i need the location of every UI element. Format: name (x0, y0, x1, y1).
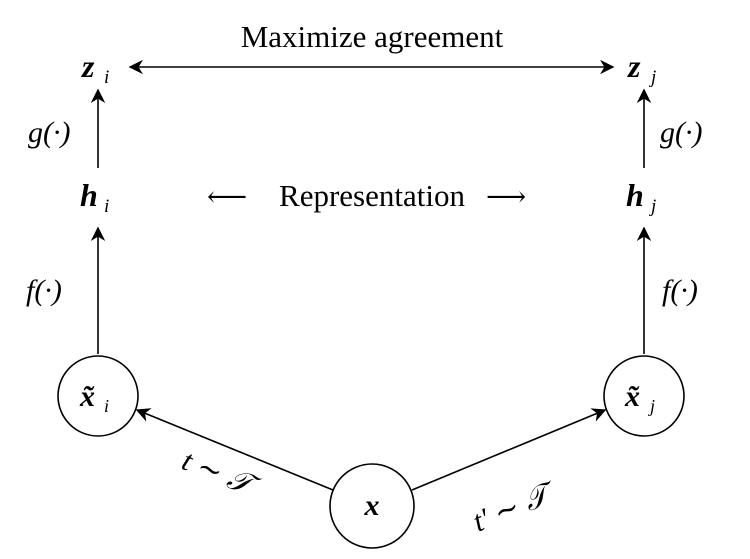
z-j-node: z j (627, 48, 656, 88)
svg-text:j: j (648, 396, 655, 416)
svg-text:i: i (104, 396, 109, 416)
svg-text:h: h (626, 177, 644, 213)
x-tilde-i-node: x̃ i (57, 355, 139, 437)
right-augment-label: t′ ∼ 𝒯 (468, 475, 561, 538)
x-input-node: x (329, 463, 415, 549)
svg-text:j: j (648, 196, 656, 217)
h-i-node: h i (80, 177, 109, 217)
right-g-label: g(·) (660, 116, 702, 149)
maximize-agreement-label: Maximize agreement (241, 19, 504, 54)
left-augment-label: t ∼ 𝒯 (177, 444, 264, 505)
svg-text:x̃: x̃ (624, 380, 640, 413)
svg-text:z: z (627, 48, 641, 84)
svg-text:h: h (80, 177, 98, 213)
svg-text:i: i (104, 67, 109, 88)
svg-text:j: j (648, 67, 656, 88)
x-tilde-j-node: x̃ j (603, 355, 685, 437)
z-i-node: z i (81, 48, 109, 88)
svg-text:z: z (81, 48, 95, 84)
representation-left-arrow: ⟵ (207, 182, 247, 213)
right-augment-arrow (411, 408, 607, 491)
left-f-label: f(·) (26, 274, 62, 307)
svg-text:x: x (364, 489, 380, 522)
svg-text:x̃: x̃ (79, 380, 95, 413)
left-augment-arrow (135, 408, 334, 491)
left-g-label: g(·) (28, 116, 70, 149)
representation-right-arrow: ⟶ (486, 182, 526, 213)
right-f-label: f(·) (662, 274, 698, 307)
h-j-node: h j (626, 177, 656, 217)
svg-text:i: i (104, 196, 109, 217)
representation-label: Representation (279, 178, 465, 213)
